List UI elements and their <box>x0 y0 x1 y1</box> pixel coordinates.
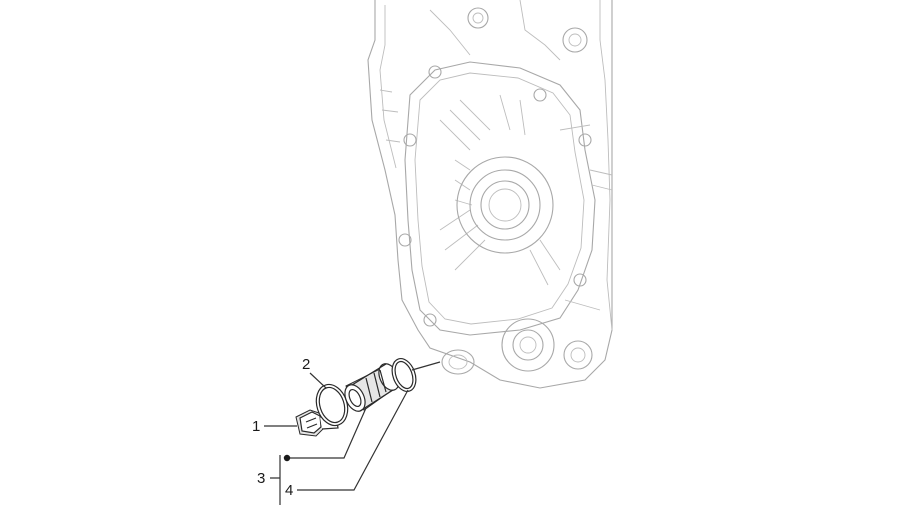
callout-4: 4 <box>285 482 293 499</box>
callout-3: 3 <box>257 470 265 487</box>
filter-o-ring-part <box>391 357 417 393</box>
assembly-axis-line <box>411 361 441 371</box>
leader-lines <box>264 372 409 505</box>
oil-filter-part <box>344 363 400 412</box>
engine-crankcase-drawing <box>367 0 613 389</box>
assembly-marker-dot <box>283 454 291 462</box>
callout-1: 1 <box>252 418 260 435</box>
callout-2: 2 <box>302 356 310 373</box>
